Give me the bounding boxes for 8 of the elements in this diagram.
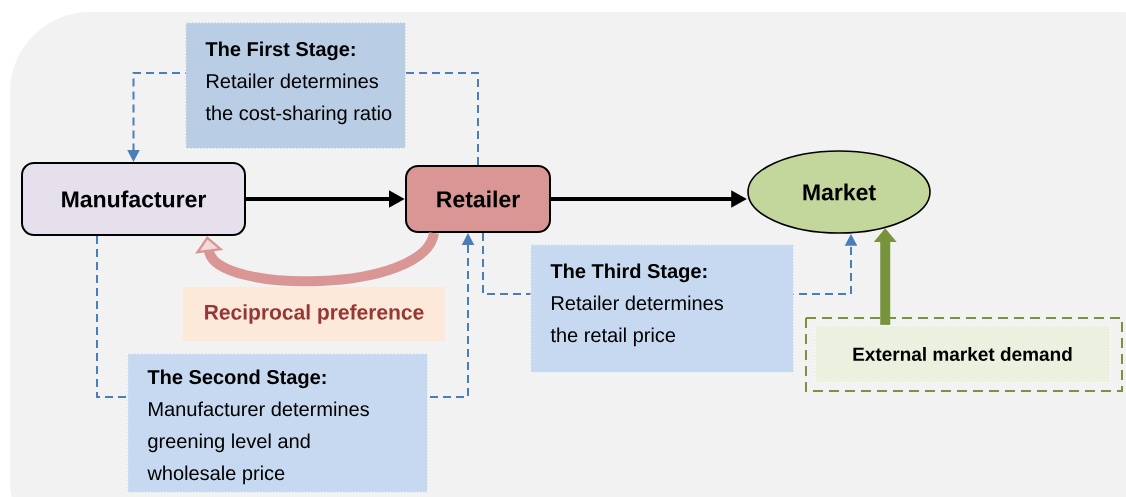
demand-box: External market demand [805,317,1123,392]
process-box: Manufacturer [21,162,246,236]
edge-label: The First Stage: Retailer determines the cost-sharing ratio [185,22,407,150]
process-box: Retailer [405,165,551,233]
curved-arrow [195,230,439,287]
edge-label: The Third Stage: Retailer determines the retail price [530,244,795,374]
label-band: Reciprocal preference [183,287,445,341]
edge-label: The Second Stage: Manufacturer determines greening level and wholesale price [127,353,429,494]
